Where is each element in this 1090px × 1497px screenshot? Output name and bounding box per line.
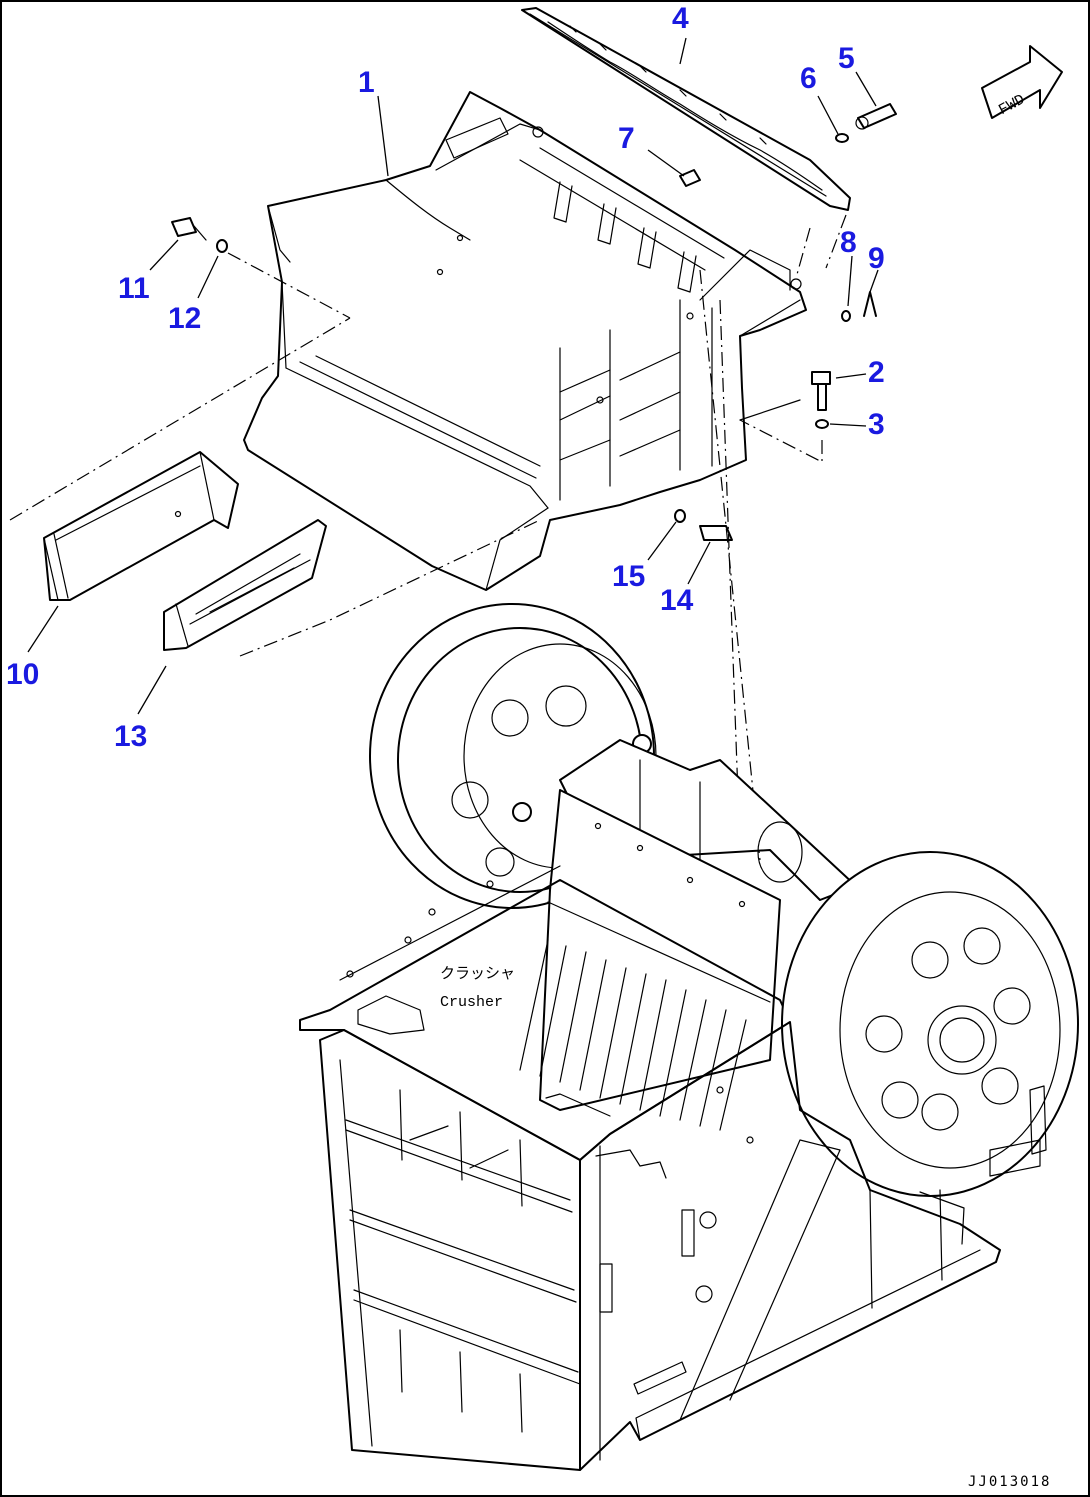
clip-part-9 [863, 291, 877, 317]
upper-housing-part [243, 91, 807, 591]
washer-part-8 [841, 310, 851, 322]
part-label-15: 15 [612, 560, 645, 593]
bolt-part-2 [811, 371, 831, 411]
washer-part-6 [835, 133, 849, 143]
part-label-2: 2 [868, 356, 885, 389]
crusher-stamp: クラッシャ Crusher [440, 965, 515, 1011]
pin-part-7 [679, 169, 701, 187]
leader-lines [27, 37, 879, 715]
part-label-10: 10 [6, 658, 39, 691]
washer-part-3 [815, 419, 829, 429]
part-label-11: 11 [118, 272, 150, 305]
part-label-6: 6 [800, 62, 817, 95]
part-label-14: 14 [660, 584, 694, 617]
part-label-12: 12 [168, 302, 201, 335]
left-side-liner-part [43, 451, 239, 601]
part-label-9: 9 [868, 242, 885, 275]
part-label-7: 7 [618, 122, 635, 155]
fwd-label: FWD [996, 91, 1028, 119]
top-cover-plate-part [521, 7, 851, 211]
assembly-lines [9, 214, 847, 861]
part-label-3: 3 [868, 408, 885, 441]
bolt-part-5 [855, 103, 897, 130]
washer-part-15 [674, 509, 686, 523]
crusher-body [299, 603, 1079, 1471]
bolt-part-11 [171, 217, 207, 241]
washer-part-12 [216, 239, 228, 253]
part-label-5: 5 [838, 42, 855, 75]
part-label-4: 4 [672, 2, 689, 35]
small-liner-part [163, 519, 327, 651]
part-label-1: 1 [358, 66, 375, 99]
bolt-part-14 [699, 525, 733, 541]
part-labels: 1 2 3 4 5 6 7 8 9 10 11 12 13 14 15 [6, 2, 885, 753]
fwd-arrow-icon: FWD [981, 45, 1063, 119]
stamp-line-2: Crusher [440, 994, 503, 1011]
part-label-13: 13 [114, 720, 147, 753]
part-label-8: 8 [840, 226, 857, 259]
drawing-code: JJ013018 [968, 1474, 1051, 1490]
stamp-line-1: クラッシャ [440, 965, 515, 983]
